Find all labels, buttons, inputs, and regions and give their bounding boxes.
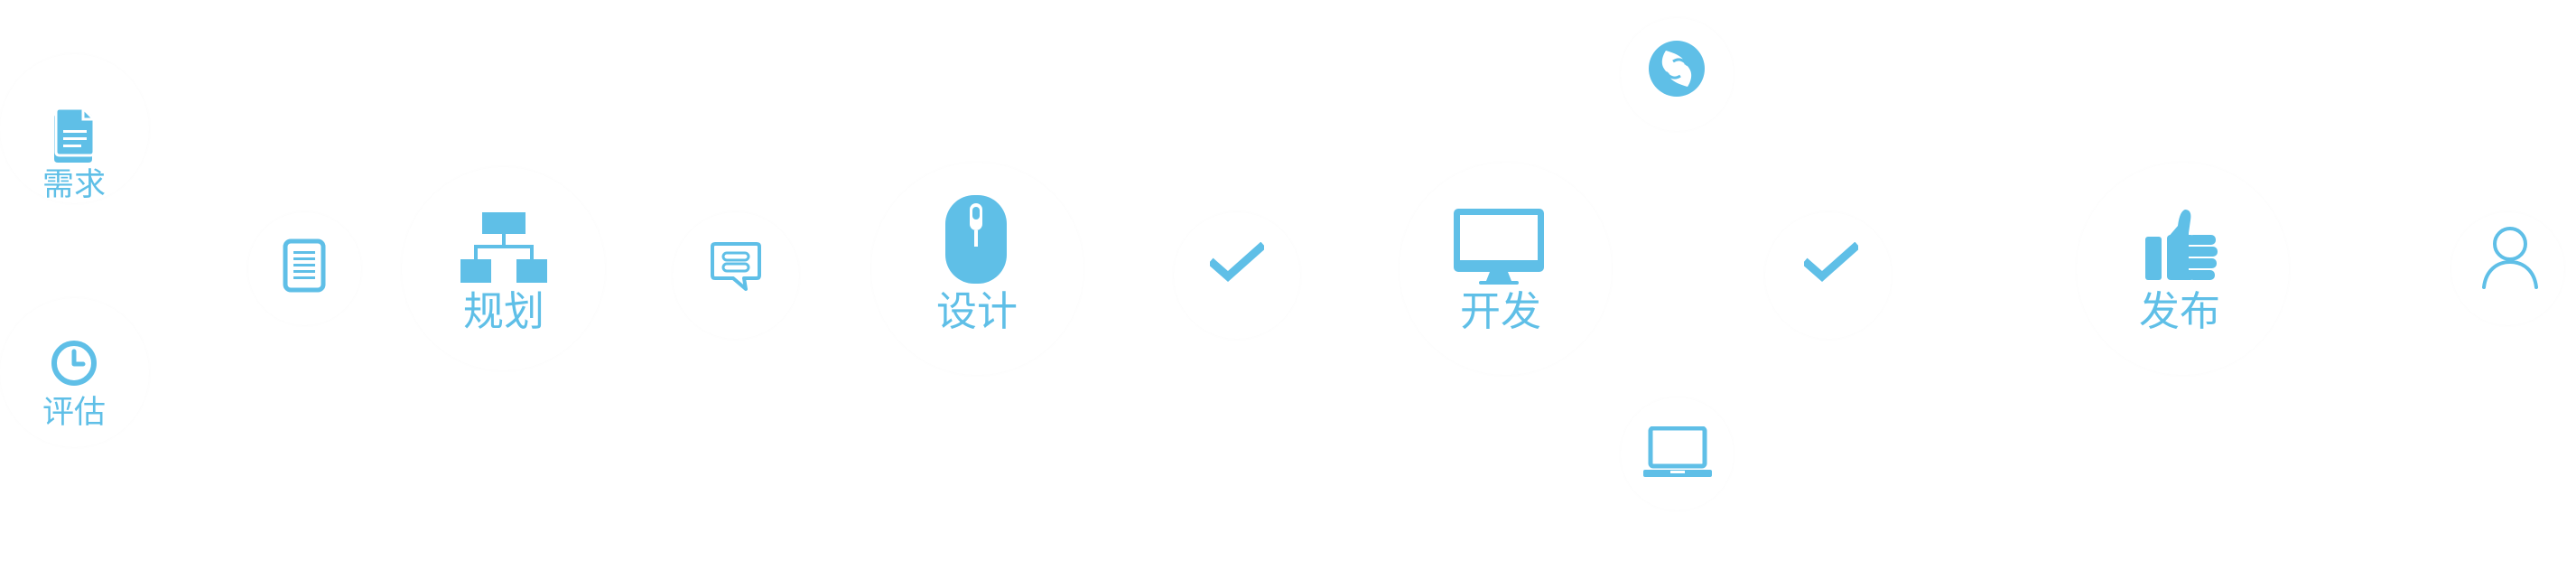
- mouse-icon: [945, 195, 1007, 284]
- chat-bubble-icon: [711, 242, 761, 291]
- stage-label-design: 设计: [935, 287, 1018, 335]
- laptop-icon: [1643, 426, 1712, 477]
- node-bg-planning: [402, 167, 605, 370]
- stage-label-evaluation: 评估: [42, 395, 106, 431]
- stage-label-release: 发布: [2138, 287, 2220, 335]
- monitor-icon: [1454, 209, 1544, 285]
- checkmark-icon-1: [1210, 242, 1264, 282]
- stage-label-development: 开发: [1459, 287, 1541, 335]
- thumbs-up-icon: [2145, 210, 2218, 280]
- node-bg-check-1: [1174, 212, 1300, 339]
- stage-label-requirement: 需求: [42, 167, 106, 203]
- node-bg-plan-doc: [248, 212, 361, 325]
- swirl-logo-icon: [1649, 41, 1705, 97]
- checkmark-icon-2: [1804, 242, 1858, 282]
- node-bg-user: [2451, 212, 2564, 325]
- node-bg-evaluation: [0, 298, 149, 447]
- clock-icon: [51, 341, 97, 386]
- document-lines-icon: [283, 238, 326, 293]
- node-bg-feedback: [673, 212, 799, 339]
- user-icon: [2482, 227, 2538, 289]
- stage-label-planning: 规划: [462, 287, 544, 335]
- document-stack-icon: [54, 107, 96, 163]
- node-bg-laptop: [1621, 397, 1734, 510]
- sitemap-icon: [460, 212, 547, 283]
